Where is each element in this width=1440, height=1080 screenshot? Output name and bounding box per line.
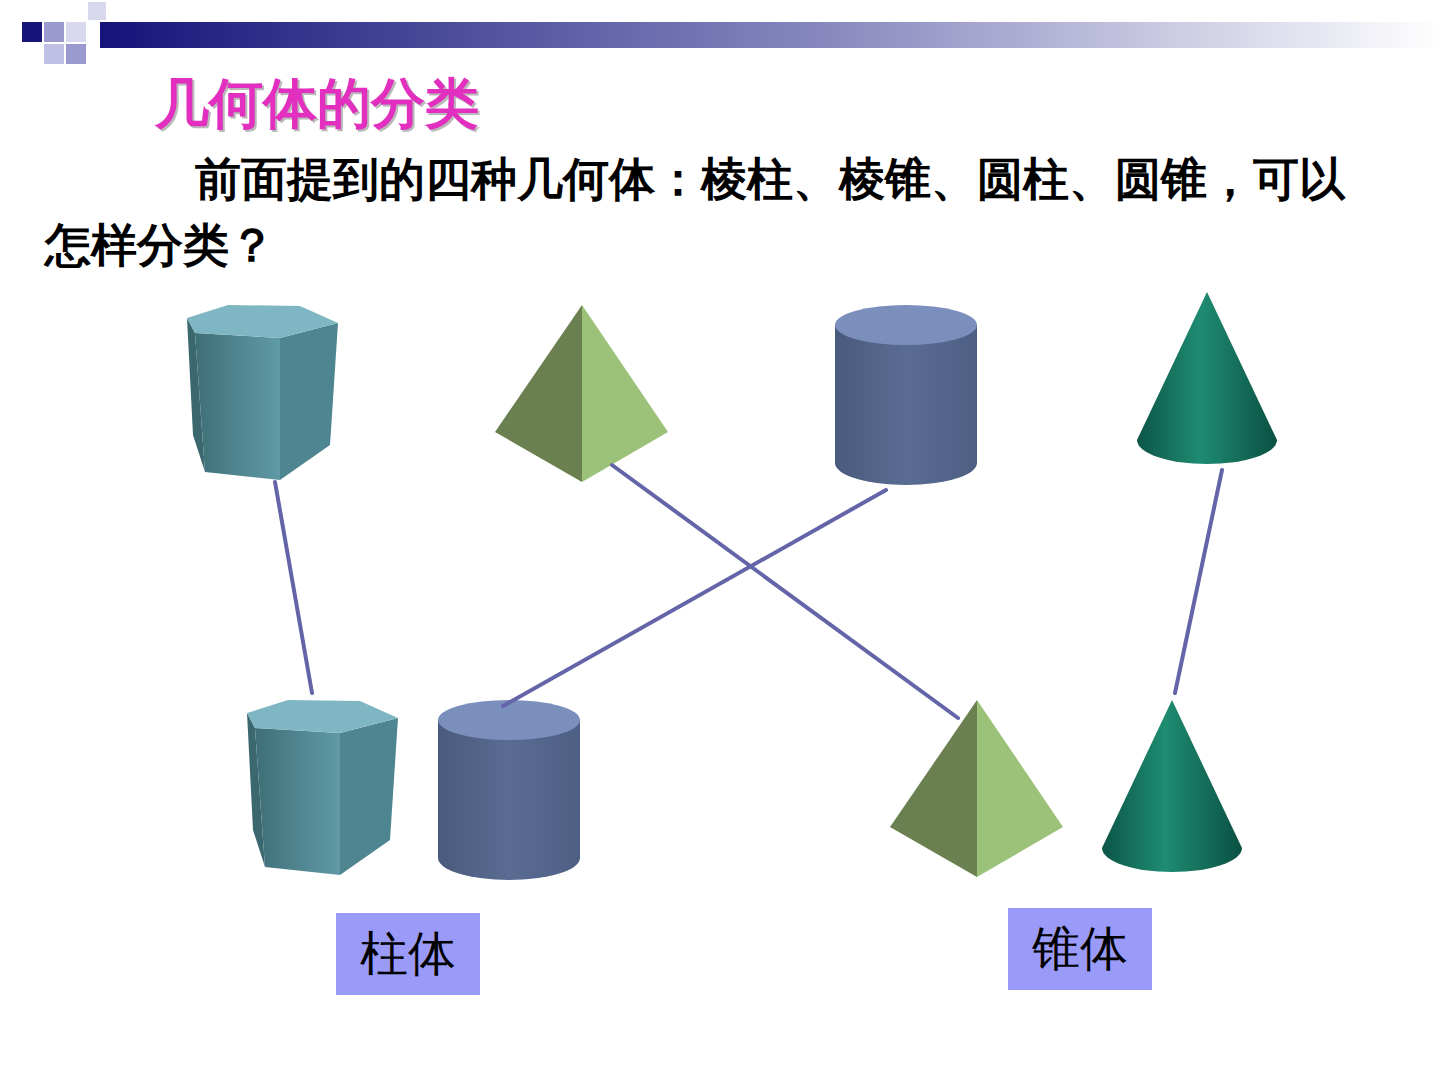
- category-box: 锥体: [1008, 908, 1152, 990]
- category-box: 柱体: [336, 913, 480, 995]
- question-text: 前面提到的四种几何体：棱柱、棱锥、圆柱、圆锥，可以怎样分类？: [45, 146, 1375, 278]
- category-label: 柱体: [360, 925, 456, 983]
- category-label: 锥体: [1032, 920, 1128, 978]
- slide-title: 几何体的分类: [155, 68, 479, 141]
